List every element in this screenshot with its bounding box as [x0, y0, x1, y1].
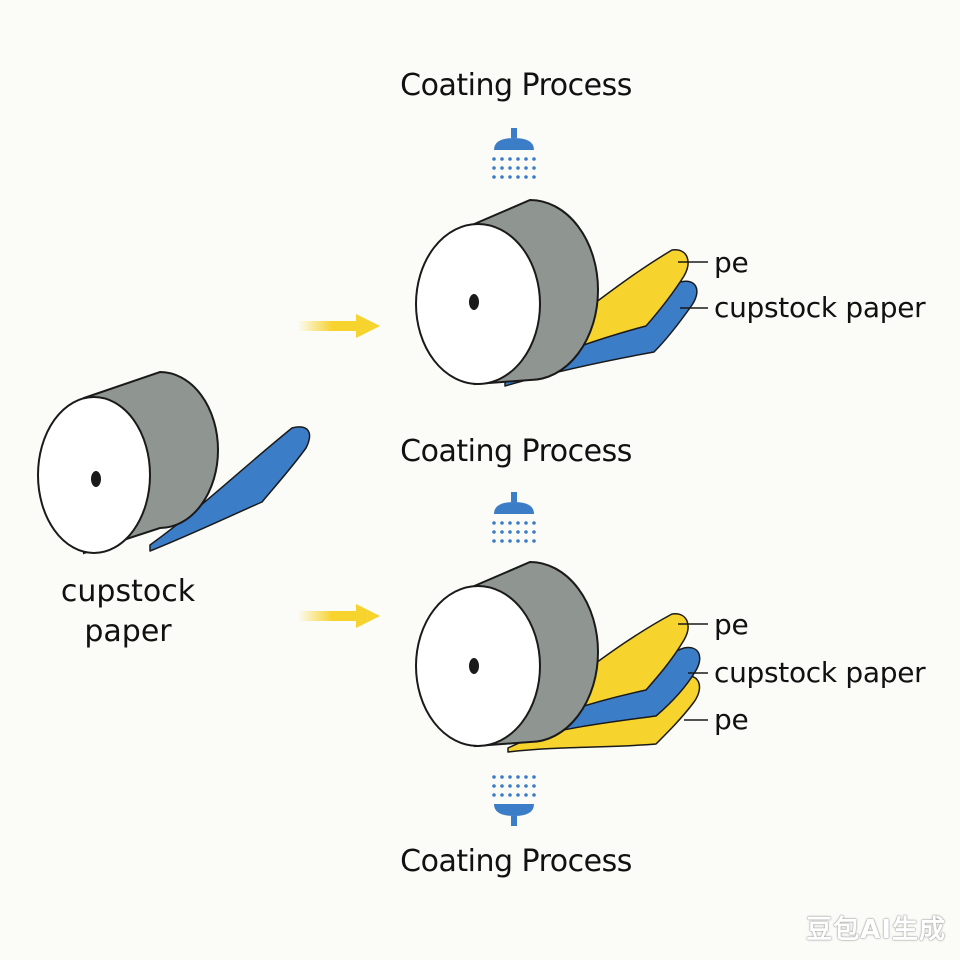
source-roll-caption-line2: paper	[84, 614, 172, 649]
top-roll-core	[469, 294, 479, 310]
top-layer-label-cupstock: cupstock paper	[714, 291, 926, 324]
top-coated-roll	[415, 198, 708, 387]
bottom-roll-core	[469, 658, 479, 674]
shower-head-icon	[492, 775, 536, 826]
bottom-layer-label-pe-lower: pe	[714, 703, 749, 736]
source-roll-caption: cupstock paper	[61, 572, 195, 652]
bottom-coating-title: Coating Process	[400, 844, 632, 879]
bottom-layer-label-pe-upper: pe	[714, 608, 749, 641]
source-roll	[37, 370, 311, 555]
middle-coating-title: Coating Process	[400, 434, 632, 469]
arrow-right-icon	[298, 604, 380, 628]
top-coating-title: Coating Process	[400, 68, 632, 103]
shower-head-icon	[492, 128, 536, 179]
bottom-coated-roll	[415, 560, 708, 753]
watermark: 豆包AI生成	[806, 915, 946, 945]
source-roll-paper-sheet	[149, 426, 311, 552]
arrow-right-icon	[298, 314, 380, 338]
source-roll-core	[91, 471, 101, 487]
source-roll-caption-line1: cupstock	[60, 574, 196, 609]
bottom-layer-label-cupstock: cupstock paper	[714, 656, 926, 689]
top-layer-label-pe: pe	[714, 246, 749, 279]
shower-head-icon	[492, 492, 536, 543]
